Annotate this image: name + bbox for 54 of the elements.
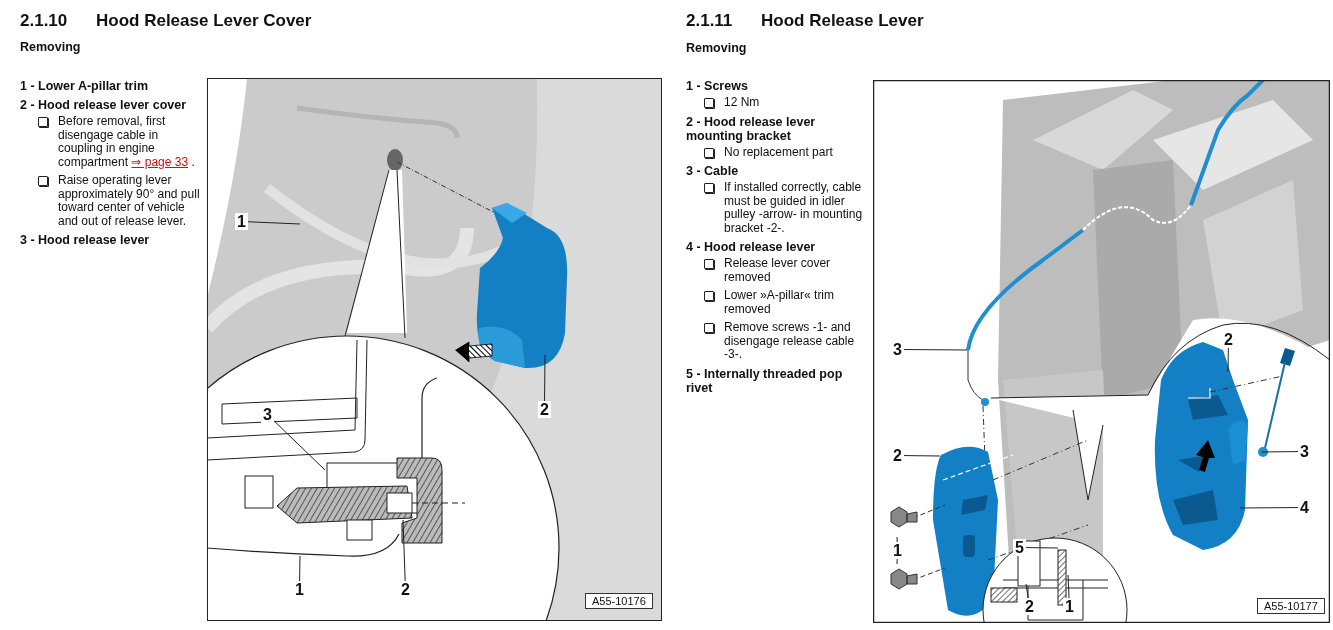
leader-line (544, 354, 546, 402)
instruction-text: 12 Nm (724, 96, 760, 110)
section-title: Hood Release Lever Cover (96, 11, 312, 31)
leader-line (247, 221, 301, 225)
subheading: Removing (20, 40, 81, 54)
item-heading: 1 - Lower A-pillar trim (20, 79, 150, 93)
instruction-text: If installed correctly, cable must be guided in idler pulley -arrow- in mounting bracket -2-. (724, 181, 864, 235)
item-heading: 3 - Cable (686, 164, 740, 178)
instruction-text: Release lever cover removed (724, 257, 832, 284)
leader-line (402, 519, 406, 582)
leader-line (903, 349, 968, 351)
item-heading: 2 - Hood release lever mounting bracket (686, 114, 817, 143)
instruction-text: Remove screws -1- and disengage release cable -3-. (724, 321, 856, 362)
callout-number: 2 (891, 447, 904, 464)
figure-number: A55-10176 (585, 593, 653, 609)
callout-number: 1 (235, 213, 248, 230)
instruction-text: Raise operating lever approximately 90° and pull toward center of vehicle and out of release lever. (58, 174, 201, 228)
section-title: Hood Release Lever (761, 11, 924, 31)
callout-number: 1 (891, 542, 904, 559)
callout-number: 2 (1023, 598, 1036, 615)
callout-number: 3 (891, 341, 904, 358)
item-heading: 2 - Hood release lever cover (20, 98, 188, 112)
item-heading: 5 - Internally threaded pop rivet (686, 366, 844, 395)
instruction-text: No replacement part (724, 145, 833, 159)
instruction-text: Lower »A-pillar« trim removed (724, 289, 836, 316)
section-number: 2.1.10 (20, 11, 68, 31)
leader-line (1261, 451, 1299, 453)
callout-number: 5 (1013, 539, 1026, 556)
page-link: ⇒ page 33 (131, 154, 189, 169)
leader-line (1239, 507, 1299, 509)
callout-number: 1 (1063, 598, 1076, 615)
section-number: 2.1.11 (686, 11, 733, 31)
callout-number: 3 (261, 406, 274, 423)
leader-line (1067, 574, 1070, 599)
callout-number: 1 (293, 581, 306, 598)
leader-line (896, 558, 898, 565)
leader-line (903, 455, 941, 457)
callout-number: 2 (399, 581, 412, 598)
item-heading: 1 - Screws (686, 79, 749, 93)
leader-line (299, 555, 301, 582)
callout-number: 2 (1222, 331, 1235, 348)
leader-line (273, 420, 326, 471)
callout-number: 2 (538, 401, 551, 418)
leader-line (896, 536, 898, 543)
leader-line (1227, 347, 1229, 373)
instruction-text: Before removal, first disengage cable in coupling in engine compartment ⇒ page 33 . (58, 115, 196, 169)
item-heading: 4 - Hood release lever (686, 240, 817, 254)
leader-line (1025, 583, 1029, 599)
leader-line (1025, 547, 1059, 549)
subheading: Removing (686, 41, 747, 55)
item-heading: 3 - Hood release lever (20, 233, 151, 247)
callout-number: 4 (1298, 499, 1311, 516)
figure-number: A55-10177 (1257, 598, 1325, 614)
callout-number: 3 (1298, 443, 1311, 460)
